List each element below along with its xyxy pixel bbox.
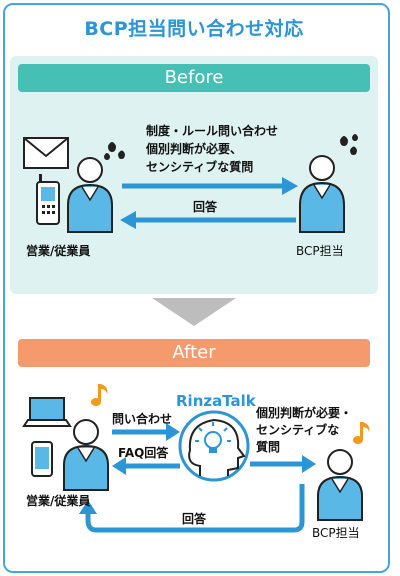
after-escalate-arrow [250, 455, 316, 473]
lightbulb-icon [195, 422, 231, 453]
envelope-icon [23, 137, 69, 169]
music-note-icon-left [91, 384, 108, 406]
after-header: After [18, 339, 370, 367]
before-message-line-1: 制度・ルール問い合わせ [146, 124, 279, 138]
before-message-line-3: センシティブな質問 [146, 160, 254, 174]
before-left-label: 営業/従業員 [26, 244, 91, 258]
person-icon-after-right [317, 449, 363, 521]
after-reply-arrow [79, 484, 305, 533]
after-inquiry-arrow [112, 423, 180, 441]
after-reply-label: 回答 [182, 512, 207, 526]
person-icon-before-right [299, 155, 345, 233]
page-title: BCP担当問い合わせ対応 [84, 18, 304, 40]
person-icon-after-left [63, 419, 109, 491]
person-icon-before-left [67, 157, 113, 233]
mobile-phone-icon [36, 174, 60, 225]
product-name: RinzaTalk [176, 392, 256, 410]
sweat-drops-icon-left [104, 142, 125, 160]
after-escalate-line-3: 質問 [256, 440, 281, 454]
before-reply-arrow [120, 211, 296, 229]
after-left-label: 営業/従業員 [26, 494, 91, 508]
before-message-line-2: 個別判断が必要、 [146, 142, 243, 156]
sweat-drops-icon-right [340, 134, 358, 155]
music-note-icon-right [353, 422, 370, 444]
before-inquiry-arrow [122, 177, 298, 195]
laptop-icon [22, 397, 72, 427]
before-header: Before [18, 64, 370, 92]
before-reply-label: 回答 [193, 200, 218, 214]
after-faq-label: FAQ回答 [118, 446, 169, 460]
after-inquiry-label: 問い合わせ [112, 412, 173, 426]
after-escalate-line-1: 個別判断が必要・ [256, 406, 353, 420]
after-right-label: BCP担当 [312, 526, 360, 540]
transition-arrow [152, 298, 236, 326]
smartphone-icon [31, 441, 53, 477]
after-faq-reply-arrow [112, 457, 180, 475]
before-right-label: BCP担当 [296, 244, 344, 258]
after-escalate-line-2: センシティブな [256, 423, 340, 437]
